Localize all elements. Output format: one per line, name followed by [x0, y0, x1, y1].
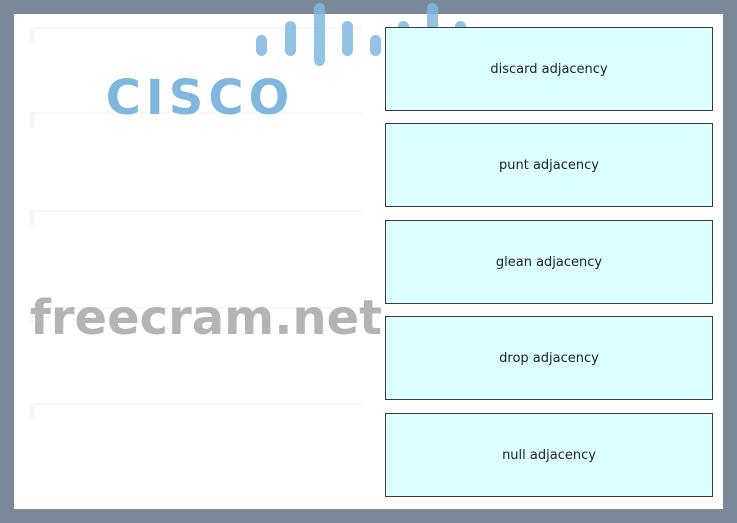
drag-option-discard-adjacency[interactable]: discard adjacency: [385, 27, 713, 111]
drag-option-null-adjacency[interactable]: null adjacency: [385, 413, 713, 497]
option-label: null adjacency: [502, 447, 596, 463]
option-label: glean adjacency: [495, 254, 603, 270]
drop-target-slot-3[interactable]: [30, 210, 362, 293]
option-label: discard adjacency: [490, 61, 608, 77]
option-label: punt adjacency: [499, 157, 599, 173]
drop-target-slot-4[interactable]: [30, 307, 362, 390]
drag-option-drop-adjacency[interactable]: drop adjacency: [385, 316, 713, 400]
drag-option-punt-adjacency[interactable]: punt adjacency: [385, 123, 713, 207]
option-label: drop adjacency: [499, 350, 599, 366]
drop-target-slot-1[interactable]: [30, 27, 362, 110]
drag-option-glean-adjacency[interactable]: glean adjacency: [385, 220, 713, 304]
drop-target-slot-5[interactable]: [30, 403, 362, 486]
drop-target-slot-2[interactable]: [30, 112, 362, 195]
